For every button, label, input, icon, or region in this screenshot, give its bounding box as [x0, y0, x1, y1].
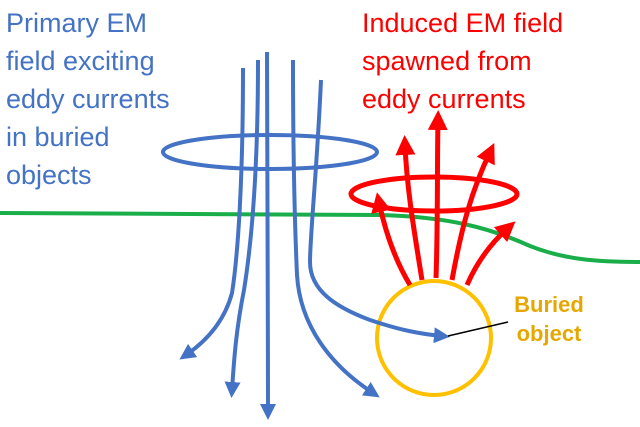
induced-field-lines	[371, 110, 516, 287]
primary-coil-loop	[161, 133, 379, 171]
buried-object-circle	[375, 279, 493, 397]
primary-field-line-2	[224, 59, 260, 398]
induced-field-loop	[348, 174, 520, 214]
induced-field-line-2	[395, 135, 425, 281]
primary-field-line-1	[179, 67, 245, 360]
ground-surface-line	[0, 211, 640, 264]
induced-field-line-1	[371, 192, 413, 287]
primary-field-line-4	[291, 59, 380, 398]
buried-object-pointer	[447, 321, 509, 337]
induced-field-label: Induced EM field spawned from eddy curre…	[362, 8, 564, 114]
induced-field-line-5	[464, 221, 516, 286]
buried-object-label: Buried object	[514, 292, 584, 346]
primary-field-line-3	[259, 51, 276, 420]
induced-field-line-3	[427, 110, 448, 279]
primary-field-line-5	[307, 79, 450, 344]
induced-field-line-4	[449, 142, 495, 281]
primary-field-label: Primary EM field exciting eddy currents …	[6, 8, 170, 190]
primary-field-lines	[179, 51, 450, 420]
